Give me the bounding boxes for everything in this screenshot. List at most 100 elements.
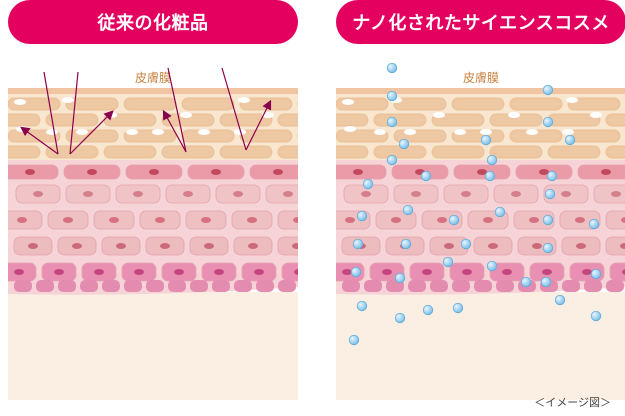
corneocyte — [431, 145, 485, 159]
cell-nucleus — [477, 169, 487, 175]
nano-particle — [540, 276, 552, 288]
nano-particle — [386, 62, 398, 74]
reflection-arrow — [245, 99, 272, 151]
basal-cell — [430, 280, 448, 292]
basal-cell — [562, 280, 580, 292]
epidermal-cell — [605, 236, 625, 256]
lipid-dot — [180, 112, 192, 118]
lipid-dot — [262, 112, 274, 118]
reflection-arrow — [162, 109, 187, 153]
skin-film-line — [336, 88, 625, 94]
nano-particle — [486, 154, 498, 166]
epidermal-cell — [281, 262, 298, 282]
corneocyte — [393, 97, 447, 111]
reflection-arrow — [167, 67, 187, 153]
nano-particle — [386, 90, 398, 102]
cell-nucleus — [17, 217, 27, 223]
lipid-dot — [152, 129, 164, 135]
corneocyte — [489, 145, 543, 159]
corneocyte — [181, 97, 235, 111]
cell-nucleus — [201, 217, 211, 223]
nano-particle — [542, 214, 554, 226]
cell-nucleus — [422, 269, 432, 275]
cell-nucleus — [109, 217, 119, 223]
nano-particle — [352, 238, 364, 250]
cell-nucleus — [83, 191, 93, 197]
reflection-arrow — [221, 67, 247, 151]
skin-film-label: 皮膚膜 — [135, 70, 171, 85]
basal-cell — [146, 280, 164, 292]
cell-nucleus — [582, 269, 592, 275]
cell-nucleus — [293, 217, 298, 223]
cell-nucleus — [14, 269, 24, 275]
nano-particle — [402, 204, 414, 216]
nano-particle — [362, 178, 374, 190]
lipid-dot — [433, 112, 445, 118]
cell-nucleus — [361, 191, 371, 197]
corneocyte — [451, 97, 505, 111]
nano-particle — [386, 154, 398, 166]
cell-nucleus — [502, 269, 512, 275]
cell-nucleus — [283, 191, 293, 197]
basal-cell — [584, 280, 602, 292]
lipid-dot — [454, 129, 466, 135]
epidermal-cell — [605, 210, 625, 230]
nano-particle — [448, 214, 460, 226]
lipid-dot — [198, 129, 210, 135]
cell-nucleus — [620, 243, 625, 249]
cell-nucleus — [54, 269, 64, 275]
basal-cell — [58, 280, 76, 292]
basal-cell — [14, 280, 32, 292]
cell-nucleus — [461, 191, 471, 197]
corneocyte — [277, 145, 298, 159]
cell-nucleus — [542, 269, 552, 275]
epidermal-cell — [277, 210, 298, 230]
basal-cell — [256, 280, 274, 292]
lipid-dot — [562, 129, 574, 135]
cell-nucleus — [342, 269, 352, 275]
lipid-dot — [14, 99, 26, 105]
basal-cell — [80, 280, 98, 292]
corneocyte — [103, 145, 157, 159]
lipid-dot — [374, 129, 386, 135]
cell-nucleus — [511, 191, 521, 197]
cell-nucleus — [345, 217, 355, 223]
nano-particle — [554, 294, 566, 306]
basal-cell — [234, 280, 252, 292]
cell-nucleus — [183, 191, 193, 197]
basal-cell — [342, 280, 360, 292]
nano-particle — [442, 256, 454, 268]
basal-cell — [606, 280, 624, 292]
cell-nucleus — [561, 191, 571, 197]
basal-cell — [168, 280, 186, 292]
basal-cell — [190, 280, 208, 292]
cell-nucleus — [72, 243, 82, 249]
basal-cell — [124, 280, 142, 292]
lipid-dot — [526, 129, 538, 135]
corneocyte — [373, 113, 427, 127]
corneocyte — [547, 145, 601, 159]
nano-particle — [348, 334, 360, 346]
nano-particle — [542, 116, 554, 128]
reflection-arrow — [20, 126, 59, 155]
nano-particle — [356, 300, 368, 312]
lipid-dot — [238, 97, 250, 103]
dermis-layer — [336, 292, 625, 400]
skin-film-line — [8, 88, 298, 94]
reflection-arrow — [69, 71, 79, 155]
cell-nucleus — [621, 217, 625, 223]
nano-particle — [588, 218, 600, 230]
corneocyte — [605, 145, 625, 159]
nano-particle — [494, 206, 506, 218]
corneocyte — [567, 97, 621, 111]
corneocyte — [373, 145, 427, 159]
basal-cell — [212, 280, 230, 292]
corneocyte — [219, 145, 273, 159]
lipid-dot — [508, 112, 520, 118]
cell-nucleus — [174, 269, 184, 275]
lipid-dot — [126, 129, 138, 135]
image-caption: ＜イメージ図＞ — [534, 396, 611, 409]
cell-nucleus — [87, 169, 97, 175]
nano-particle — [486, 260, 498, 272]
cell-nucleus — [437, 217, 447, 223]
